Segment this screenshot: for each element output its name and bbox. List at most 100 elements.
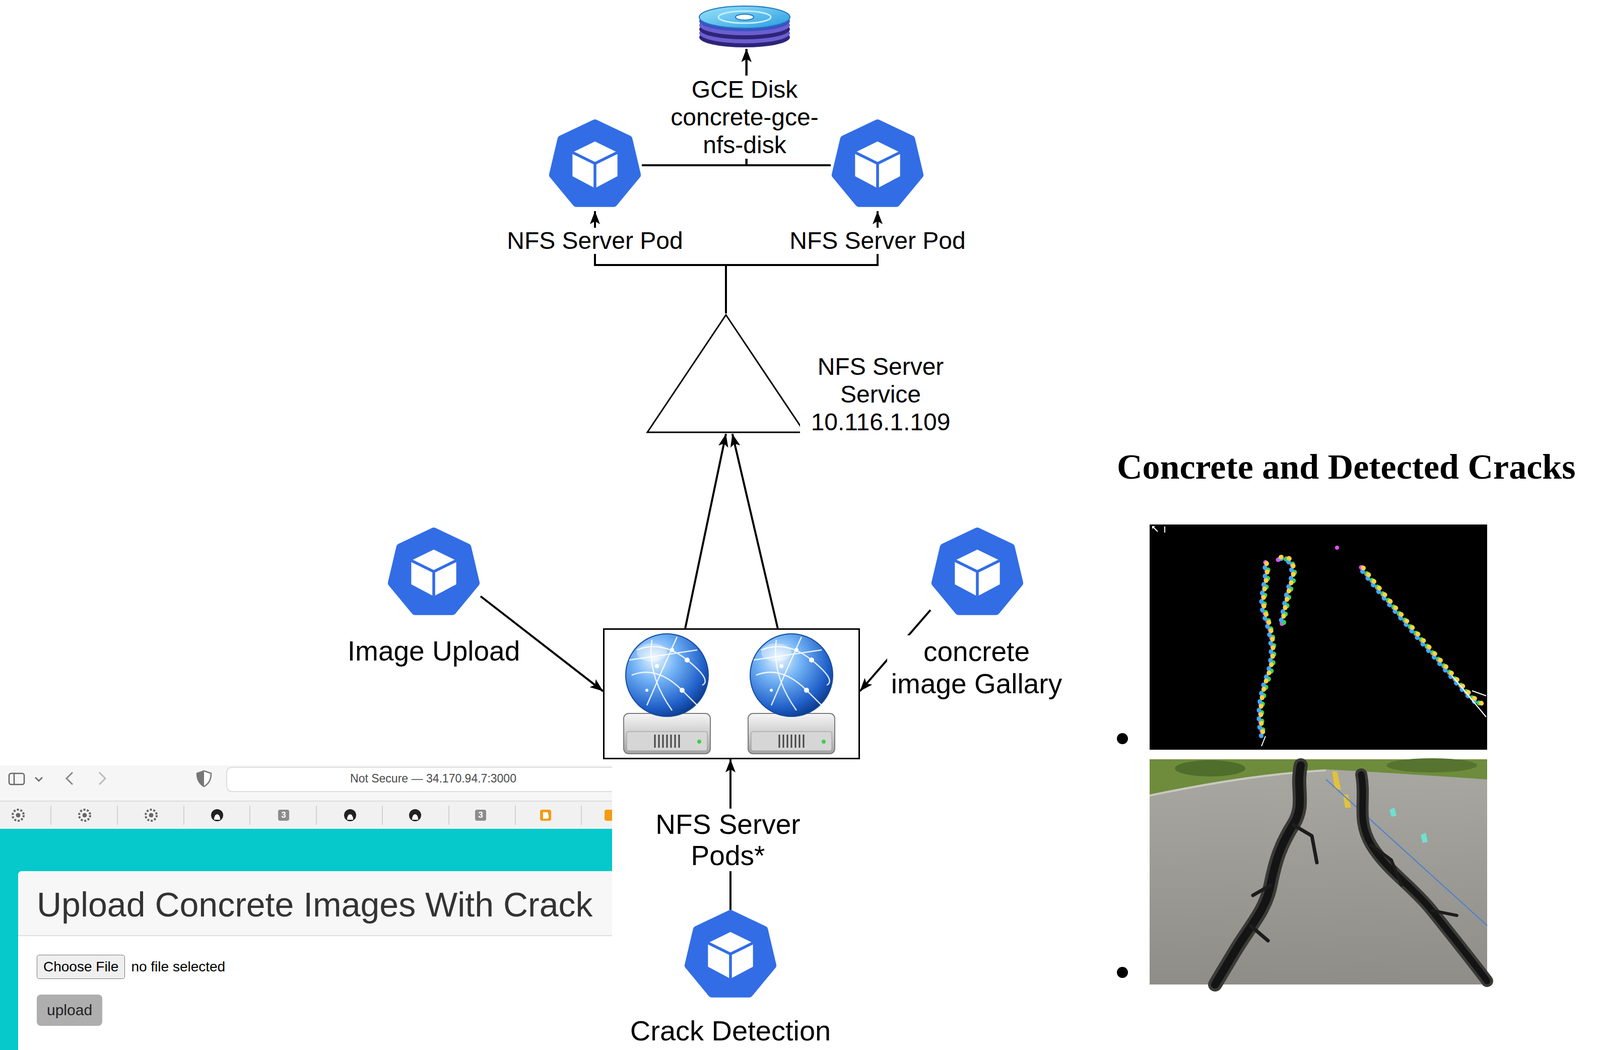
nfs-client-server-icon-part — [761, 643, 792, 662]
detected-crack-image-part — [1149, 524, 1488, 750]
upload-button: upload — [36, 994, 103, 1026]
nfs-client-server-icon-part — [751, 731, 832, 751]
nfs-client-box: NFS Server Pods* — [603, 628, 860, 760]
crack-detection-pod: Crack Detection — [683, 909, 778, 1002]
address-text-wrap: Not Secure — 34.170.94.7:3000 — [282, 769, 585, 787]
nfs-client-server-icon-part — [790, 734, 793, 748]
kubernetes-pod-icon-part — [688, 913, 773, 994]
kubernetes-pod-icon-part — [854, 141, 900, 189]
github-icon-part — [412, 814, 419, 820]
kubernetes-pod-icon-part — [835, 122, 920, 204]
road-crack-photo-part — [1331, 771, 1352, 808]
nfs-client-server-icon-part — [750, 633, 833, 717]
node-label-wrap: GCE Disk concrete-gce-nfs-disk — [666, 75, 823, 159]
kubernetes-pod-icon-part — [728, 953, 732, 979]
kubernetes-pod-icon-part — [411, 549, 456, 597]
node-label-wrap: NFS Server Pod — [494, 227, 696, 254]
nfs-client-server-icon-part — [666, 734, 669, 748]
nfs-client-server-icon-part — [786, 734, 789, 748]
nfs-client-server-icon-part — [748, 713, 835, 754]
node-label-wrap: Crack Detection — [609, 1015, 852, 1046]
gear-icon-part — [149, 813, 154, 818]
bookmark-separators-part — [249, 805, 251, 825]
badge-icon — [278, 809, 487, 821]
detected-crack-image-part — [1260, 560, 1274, 735]
badge-icon-part — [475, 809, 487, 821]
kubernetes-pod-icon-part — [391, 530, 476, 612]
detected-crack-image — [1149, 524, 1488, 750]
kubernetes-pod-icon-part — [707, 931, 753, 979]
bookmark-separators-part — [381, 805, 383, 825]
blogger-icon-part — [543, 812, 549, 819]
file-status-text: no file selected — [130, 958, 226, 976]
nfs-server-pod: NFS Server Pod — [548, 119, 642, 212]
nfs-client-server-icon-part — [678, 734, 681, 748]
nfs-client-server-icon-part — [756, 672, 825, 708]
nfs-client-server-icon-part — [794, 734, 797, 748]
nfs-client-server-icon-part — [654, 663, 659, 669]
gce-disk-icon — [697, 3, 792, 49]
bookmark-separators-part — [514, 805, 516, 825]
nfs-client-server-icon-part — [654, 734, 680, 748]
badge-text-wrap: 3 — [278, 809, 290, 821]
road-crack-photo-part — [1215, 765, 1488, 985]
node-label-wrap: NFS Server Service 10.116.1.109 — [800, 352, 962, 436]
connector-arrow — [732, 433, 778, 629]
kubernetes-pod-icon — [830, 119, 925, 212]
nfs-client-server-icon-part — [670, 647, 675, 652]
nfs-client-server-icon-part — [697, 739, 702, 744]
nfs-client-server-icon-part — [803, 734, 805, 748]
road-crack-photo-part — [1389, 807, 1428, 843]
gear-icon-part — [16, 813, 21, 818]
nfs-client-server-icon — [748, 633, 835, 754]
detected-crack-image-part — [1261, 559, 1484, 738]
image-gallery-pod: concrete image Gallary — [930, 527, 1025, 620]
kubernetes-pod-icon-part — [552, 122, 637, 204]
kubernetes-pod-icon-part — [954, 560, 1000, 572]
browser-screenshot-part — [0, 800, 613, 802]
detected-crack-image-part — [1335, 545, 1340, 550]
kubernetes-pod-icon-part — [854, 152, 900, 164]
road-crack-photo-part — [1361, 774, 1488, 981]
nfs-client-server-icon-part — [670, 734, 673, 748]
nfs-client-server-icon-part — [679, 687, 685, 693]
connector-arrow — [685, 433, 726, 629]
road-crack-photo-part — [1371, 844, 1457, 916]
road-crack-photo-part — [1325, 779, 1488, 926]
connector-arrow — [725, 211, 878, 314]
list-bullet — [1116, 732, 1128, 745]
gce-disk-icon-part — [718, 11, 771, 24]
card-heading: Upload Concrete Images With Crack — [36, 884, 593, 925]
gear-icon-part — [82, 813, 87, 818]
nfs-client-server-icon-part — [821, 739, 826, 744]
choose-file-button: Choose File — [36, 954, 125, 979]
gear-icon-part — [12, 809, 24, 821]
node-label: concrete image Gallary — [887, 635, 1066, 700]
nfs-client-server-icon-part — [753, 636, 830, 711]
kubernetes-pod-icon-part — [411, 560, 456, 572]
card-heading-wrap: Upload Concrete Images With Crack — [36, 884, 593, 925]
sidebar-icon — [9, 773, 25, 785]
nfs-client-server-icon-part — [794, 647, 799, 652]
github-icon-part — [211, 809, 224, 822]
nfs-client-server-icon-part — [782, 734, 785, 748]
upload-button-wrap: upload — [36, 994, 103, 1026]
nfs-client-server-icon-part — [645, 688, 649, 692]
node-label: NFS Server Pod — [789, 227, 966, 254]
list-bullet — [1116, 966, 1128, 978]
github-icon-part — [344, 809, 357, 822]
badge-number: 3 — [475, 809, 487, 821]
gce-disk-icon-part — [735, 14, 754, 21]
service-triangle-outline-part — [647, 314, 805, 433]
nfs-client-server-icon-part — [809, 657, 815, 663]
upload-card — [18, 871, 613, 1050]
nfs-client-server-icon-part — [674, 734, 677, 748]
detected-crack-image-part — [1278, 556, 1294, 624]
kubernetes-pod-icon-part — [876, 163, 880, 188]
kubernetes-pod-icon — [683, 909, 778, 1002]
nfs-client-server-icon-part — [662, 734, 664, 748]
github-icon-part — [409, 809, 422, 822]
detected-crack-image-part — [1258, 556, 1484, 738]
node-label-wrap: concrete image Gallary — [887, 635, 1066, 700]
gear-icon-part — [145, 809, 157, 821]
